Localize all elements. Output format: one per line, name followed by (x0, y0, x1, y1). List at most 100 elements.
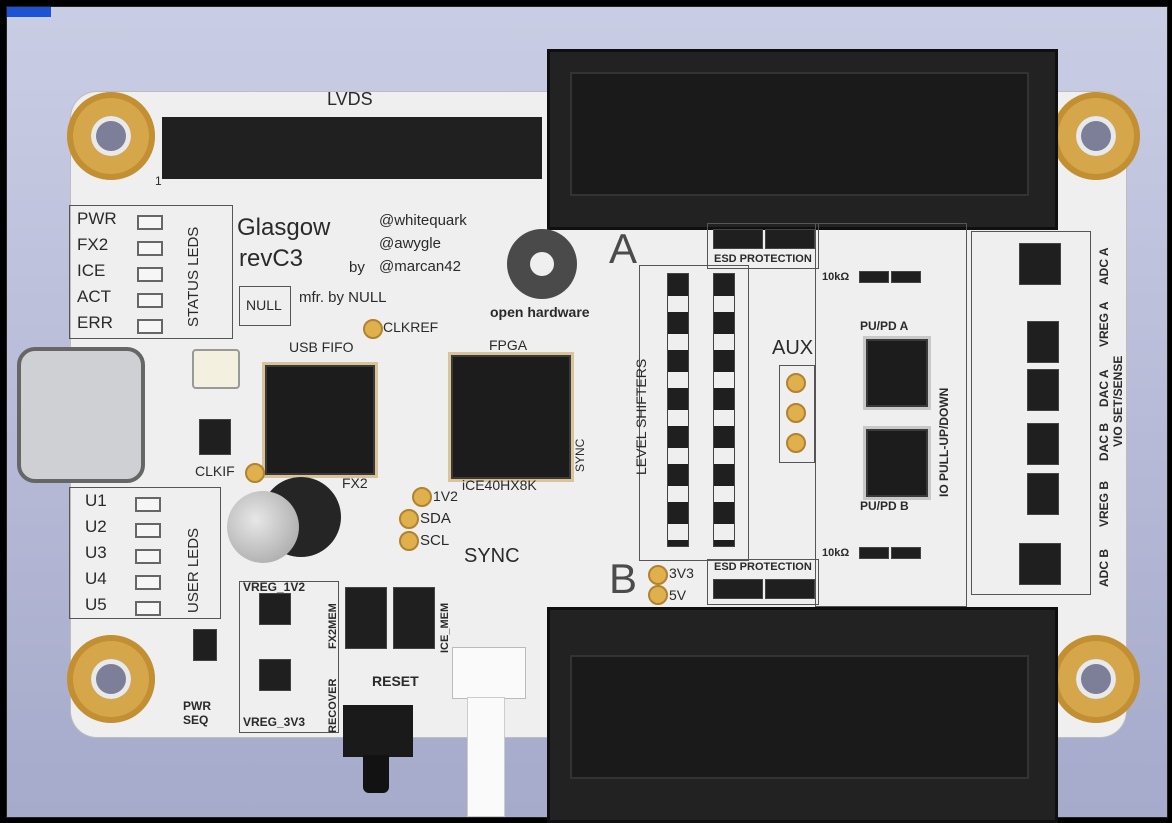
usb-c-connector[interactable] (17, 347, 145, 483)
aux-header-box (779, 365, 815, 463)
5v-pad (648, 585, 668, 605)
ice-mem-chip (393, 587, 435, 649)
pupd-b-chip (866, 429, 928, 497)
res-b-label: 10kΩ (822, 547, 850, 559)
mounting-hole (67, 635, 155, 723)
led-err (137, 319, 163, 334)
null-logo: NULL (246, 297, 282, 313)
3d-viewer-viewport[interactable]: LVDS 1 Glasgow revC3 by @whitequark @awy… (6, 6, 1168, 823)
mounting-hole (1052, 92, 1140, 180)
1v2-pad (412, 487, 432, 507)
resistor-array-b2 (891, 547, 921, 559)
adc-a-label: ADC A (1097, 247, 1111, 285)
led-act (137, 293, 163, 308)
vreg-b-label: VREG B (1097, 480, 1111, 527)
clkref-label: CLKREF (383, 319, 439, 335)
led-label-err: ERR (77, 313, 113, 332)
ice40-fpga-chip (451, 355, 571, 479)
credit-marcan42: @marcan42 (379, 258, 461, 275)
dac-b-label: DAC B (1097, 423, 1111, 461)
pupd-a-label: PU/PD A (860, 319, 909, 333)
vreg-b-chip (1027, 473, 1059, 515)
by-label: by (349, 259, 365, 276)
vreg-1v2-label: VREG_1V2 (243, 580, 306, 594)
esd-b-label: ESD PROTECTION (714, 561, 812, 573)
vreg-a-chip (1027, 321, 1059, 363)
resistor-array-b1 (859, 547, 889, 559)
esd-a-ic1 (713, 229, 763, 249)
led-ice (137, 267, 163, 282)
oshw-label: open hardware (490, 304, 590, 320)
vreg-1v2-chip (259, 593, 291, 625)
usb-fifo-label: USB FIFO (289, 339, 354, 355)
vreg-a-label: VREG A (1097, 301, 1111, 347)
reset-label: RESET (372, 673, 419, 689)
reset-button[interactable] (363, 755, 389, 793)
1v2-label: 1V2 (433, 488, 458, 504)
pwr-seq-pwr: PWR (183, 699, 211, 713)
dac-a-label: DAC A (1097, 369, 1111, 407)
vreg-section-box (239, 581, 339, 733)
sda-label: SDA (420, 510, 451, 527)
mounting-hole (67, 92, 155, 180)
led-label-u1: U1 (85, 491, 107, 510)
aux-pad-3[interactable] (786, 433, 806, 453)
fx2-mem-chip (345, 587, 387, 649)
usb-esd-ic (199, 419, 231, 455)
led-label-u5: U5 (85, 595, 107, 614)
clkref-pad (363, 319, 383, 339)
dac-a-chip (1027, 369, 1059, 411)
user-leds-box (69, 487, 221, 619)
fx2mem-label: FX2MEM (327, 603, 339, 649)
fx2-chip (265, 365, 375, 475)
status-leds-box (69, 205, 233, 339)
oshw-gear-icon (507, 229, 577, 299)
vreg-3v3-chip (259, 659, 291, 691)
status-leds-title: STATUS LEDS (185, 226, 202, 327)
crystal (192, 349, 240, 389)
scl-pad (399, 531, 419, 551)
led-u1 (135, 497, 161, 512)
pupd-b-label: PU/PD B (860, 499, 909, 513)
3v3-label: 3V3 (669, 565, 694, 581)
null-logo-box: NULL (239, 286, 291, 326)
view-tab[interactable] (7, 7, 51, 17)
5v-label: 5V (669, 587, 687, 603)
credit-awygle: @awygle (379, 235, 441, 252)
led-u4 (135, 575, 161, 590)
reset-button-body[interactable] (343, 705, 413, 757)
lvds-connector (162, 117, 542, 179)
port-b-idc-header[interactable] (547, 607, 1058, 823)
sync-small-label: SYNC (573, 438, 587, 472)
aux-pad-2[interactable] (786, 403, 806, 423)
resistor-array-a2 (891, 271, 921, 283)
adc-b-chip (1019, 543, 1061, 585)
resistor-array-a1 (859, 271, 889, 283)
res-a-label: 10kΩ (822, 271, 850, 283)
port-a-letter: A (609, 225, 638, 272)
led-fx2 (137, 241, 163, 256)
led-pwr (137, 215, 163, 230)
sync-cable (467, 697, 505, 817)
io-pull-label: IO PULL-UP/DOWN (937, 387, 951, 497)
led-label-u3: U3 (85, 543, 107, 562)
esd-a-box (707, 223, 819, 269)
board-revision: revC3 (239, 245, 304, 272)
vio-set-label: VIO SET/SENSE (1111, 355, 1125, 447)
port-a-idc-header[interactable] (547, 49, 1058, 230)
port-a-header-shroud (570, 72, 1029, 196)
fx2-label: FX2 (342, 475, 368, 491)
lvds-label: LVDS (327, 89, 373, 109)
clkif-pad (245, 463, 265, 483)
sync-connector[interactable] (452, 647, 526, 699)
board-title: Glasgow (237, 214, 331, 241)
3v3-pad (648, 565, 668, 585)
dac-b-chip (1027, 423, 1059, 465)
esd-b-ic2 (765, 579, 815, 599)
led-label-ice: ICE (77, 261, 106, 280)
aux-pad-1[interactable] (786, 373, 806, 393)
led-label-pwr: PWR (77, 209, 117, 228)
led-label-u4: U4 (85, 569, 107, 588)
vreg-3v3-label: VREG_3V3 (243, 715, 306, 729)
analog-section-box (971, 231, 1091, 595)
